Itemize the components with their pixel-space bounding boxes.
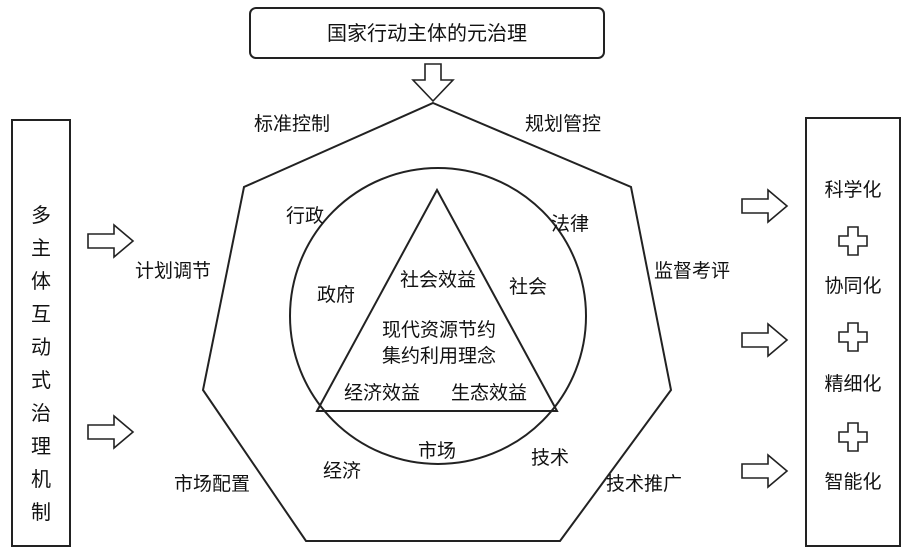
- right-item-collaborative: 协同化: [824, 275, 881, 297]
- heptagon: [201, 101, 673, 542]
- label-standard-control: 标准控制: [254, 113, 330, 135]
- label-center-line2: 集约利用理念: [382, 344, 496, 367]
- label-administration: 行政: [286, 205, 324, 227]
- label-law: 法律: [551, 213, 589, 235]
- label-supervision: 监督考评: [654, 260, 730, 282]
- label-technology: 技术: [531, 447, 569, 469]
- left-box-char: 制: [31, 500, 51, 524]
- label-social-benefit: 社会效益: [400, 269, 476, 291]
- right-item-refined: 精细化: [824, 373, 881, 395]
- label-market-allocation: 市场配置: [174, 473, 250, 495]
- label-market: 市场: [418, 440, 456, 462]
- inner-circle: [289, 167, 587, 465]
- left-box-char: 主: [31, 236, 51, 260]
- label-tech-promotion: 技术推广: [606, 473, 682, 495]
- top-box-label: 国家行动主体的元治理: [327, 21, 527, 45]
- left-box-char: 理: [31, 434, 51, 458]
- right-arrow-icon: [741, 322, 789, 358]
- left-box-char: 动: [31, 335, 51, 359]
- inner-triangle: [315, 187, 559, 412]
- plus-icon: [838, 226, 868, 256]
- label-ecological-benefit: 生态效益: [451, 382, 527, 404]
- label-planning-control: 规划管控: [525, 113, 601, 135]
- label-economy: 经济: [323, 460, 361, 482]
- right-arrow-icon: [87, 414, 135, 450]
- down-arrow-icon: [411, 63, 455, 103]
- right-arrow-icon: [87, 223, 135, 259]
- label-plan-adjust: 计划调节: [135, 260, 211, 282]
- plus-icon: [838, 322, 868, 352]
- left-box-char: 互: [31, 302, 51, 326]
- left-box-char: 式: [31, 368, 51, 392]
- left-box-char: 体: [31, 269, 51, 293]
- left-box-char: 治: [31, 401, 51, 425]
- label-center-line1: 现代资源节约: [382, 319, 496, 341]
- left-box-char: 机: [31, 467, 51, 491]
- top-box: [249, 7, 605, 59]
- left-box: [11, 119, 71, 547]
- left-box-label: 多主体互动式治理机制: [31, 203, 51, 524]
- label-economic-benefit: 经济效益: [344, 382, 420, 404]
- right-arrow-icon: [741, 188, 789, 224]
- label-government: 政府: [317, 284, 355, 306]
- left-box-char: 多: [31, 203, 51, 227]
- right-item-scientific: 科学化: [824, 179, 881, 201]
- plus-icon: [838, 422, 868, 452]
- label-society: 社会: [509, 276, 547, 298]
- right-item-intelligent: 智能化: [824, 471, 881, 493]
- right-arrow-icon: [741, 453, 789, 489]
